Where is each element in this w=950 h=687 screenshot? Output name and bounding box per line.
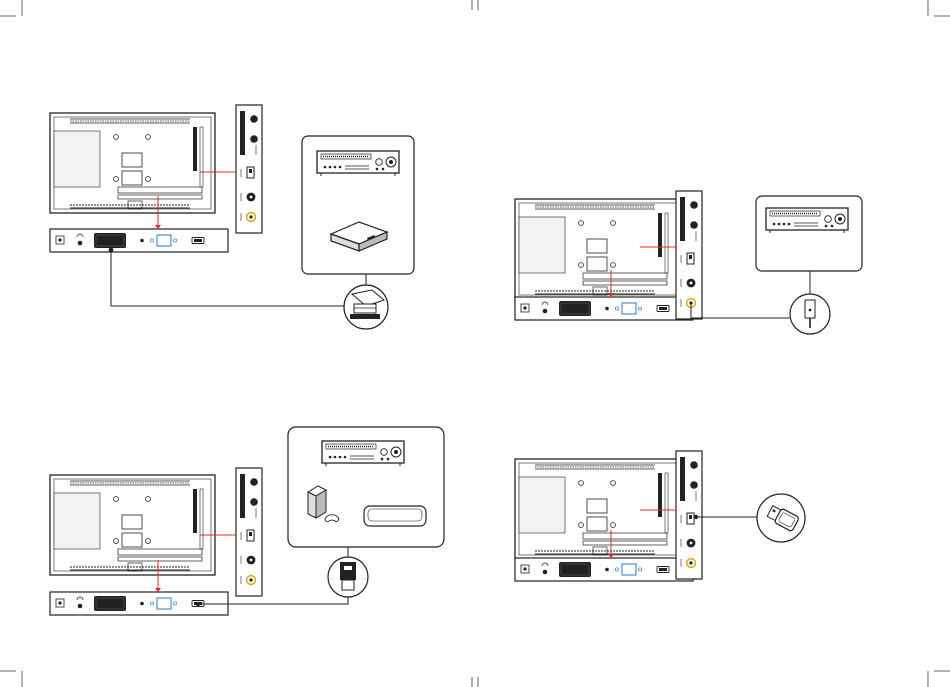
side-connector-column [236, 468, 262, 596]
tv-rear-view [515, 199, 680, 299]
side-connector-column [236, 105, 262, 233]
usb-stick-icon [757, 494, 805, 542]
panel-scart-connection [50, 105, 414, 329]
panel-usb-connection [515, 451, 805, 581]
amplifier-icon [766, 208, 848, 233]
hdmi-plug-icon [328, 557, 368, 597]
device-group-box [756, 196, 862, 271]
panel-coaxial-connection [515, 191, 862, 334]
side-connector-column [676, 191, 702, 319]
side-connector-column [676, 451, 702, 579]
tv-rear-view [515, 459, 680, 559]
bottom-connector-strip [50, 229, 228, 252]
bottom-connector-strip [515, 558, 693, 581]
amplifier-icon [322, 441, 404, 466]
media-player-icon [364, 506, 426, 526]
tv-rear-view [50, 113, 215, 213]
tv-rear-view [50, 475, 215, 575]
panel-hdmi-connection [50, 427, 444, 615]
scart-plug-icon [344, 285, 388, 329]
amplifier-icon [317, 151, 399, 176]
rca-plug-icon [790, 294, 830, 334]
bottom-connector-strip [515, 297, 693, 320]
